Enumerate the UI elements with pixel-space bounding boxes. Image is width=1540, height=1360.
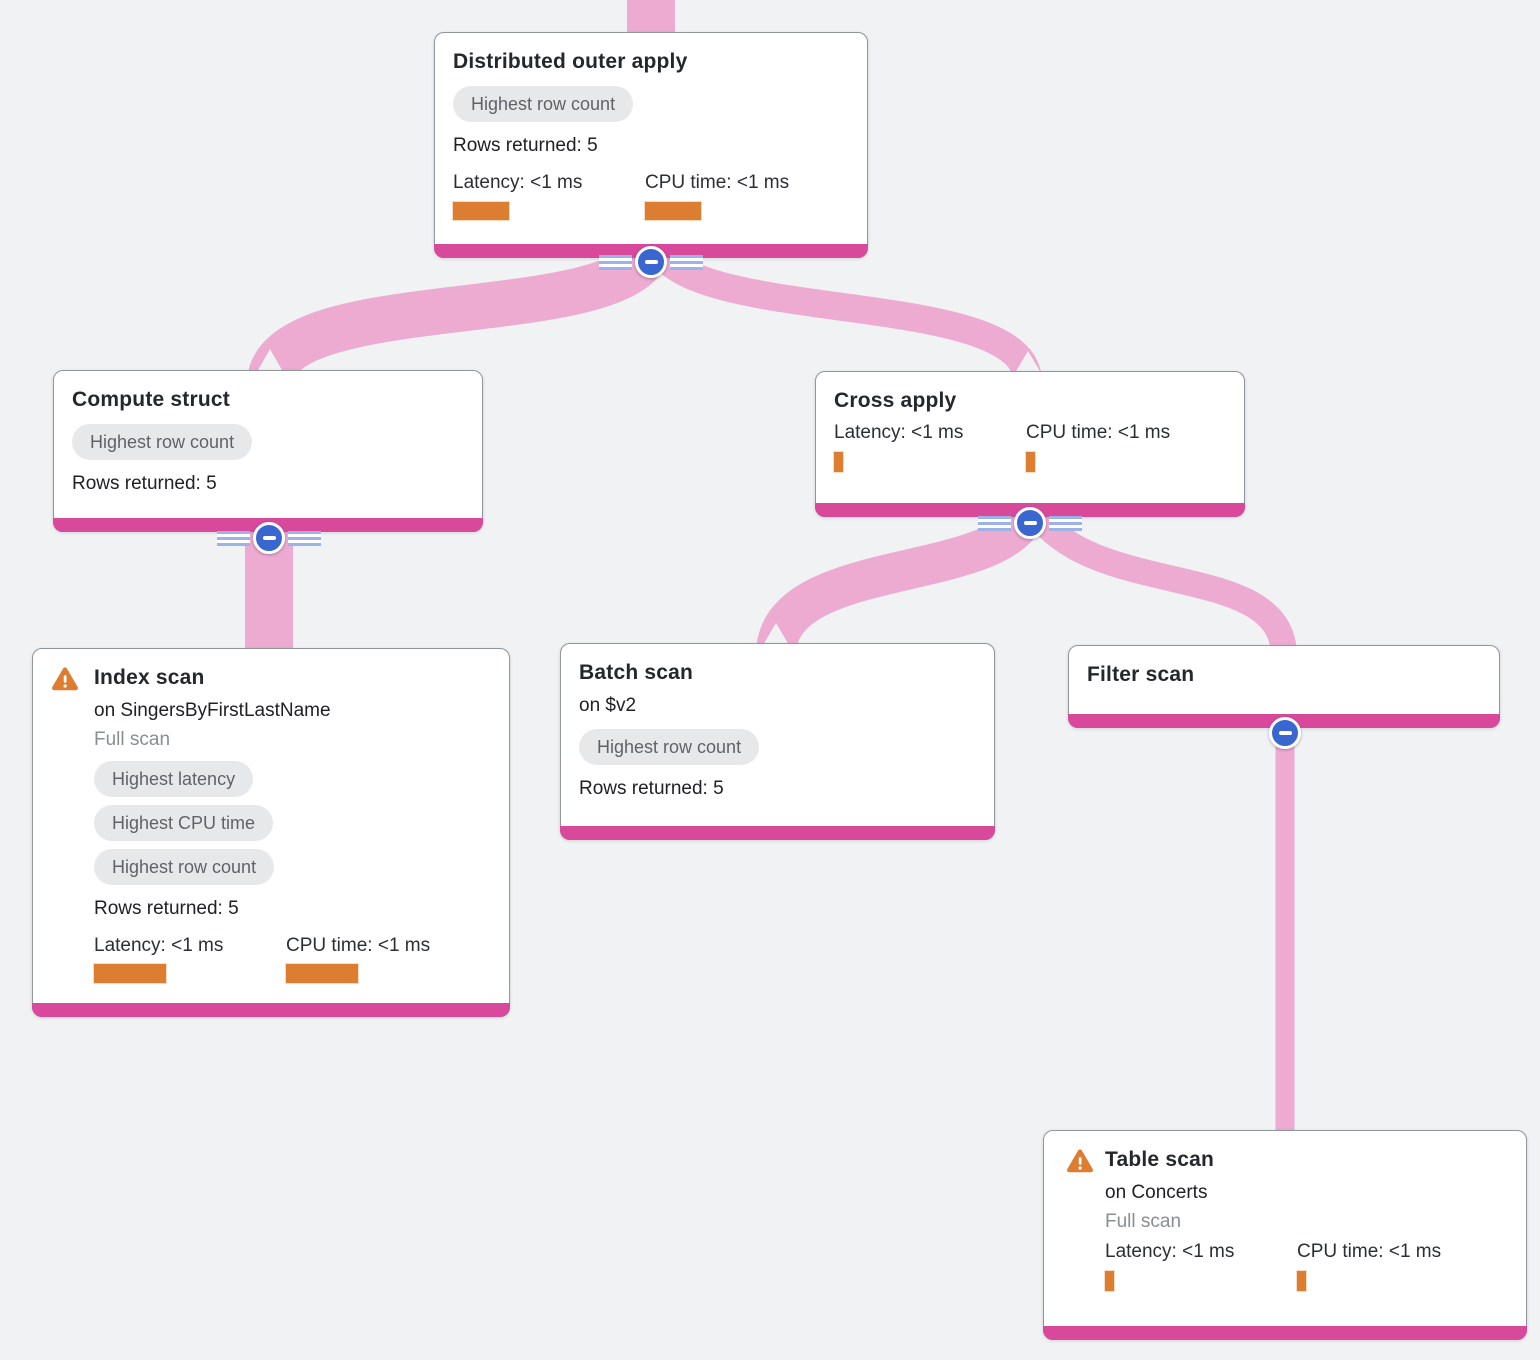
node-footer-bar (560, 826, 995, 840)
connector-stripes (978, 515, 1011, 531)
latency-label: Latency: <1 ms (453, 172, 583, 194)
cpu-time-label: CPU time: <1 ms (1297, 1240, 1442, 1262)
node-subtitle: on Concerts (1105, 1182, 1208, 1204)
node-title: Filter scan (1087, 663, 1195, 686)
edge-arrow-notch (257, 349, 283, 372)
connector-stripes (1049, 515, 1082, 531)
edge-distributed-outer-apply-to-compute-struct (247, 239, 669, 388)
edge-cross-apply-to-batch-scan (756, 504, 1045, 657)
collapse-button-distributed-outer-apply[interactable] (599, 246, 703, 278)
connector-stripes (670, 254, 703, 270)
node-index-scan[interactable]: Index scan on SingersByFirstLastName Ful… (32, 648, 510, 1017)
latency-bar (833, 451, 844, 474)
cpu-time-label: CPU time: <1 ms (1026, 422, 1171, 444)
node-footer-bar (32, 1003, 510, 1017)
metrics: Latency: <1 ms CPU time: <1 ms (1104, 1240, 1508, 1292)
rows-returned-label: Rows returned: 5 (94, 897, 239, 919)
node-title: Batch scan (579, 661, 694, 684)
warning-triangle-icon (1067, 1149, 1093, 1173)
cpu-time-label: CPU time: <1 ms (286, 934, 431, 956)
rows-returned-label: Rows returned: 5 (453, 135, 598, 157)
connector-stripes (288, 530, 321, 546)
metrics: Latency: <1 ms CPU time: <1 ms (452, 171, 849, 221)
node-batch-scan[interactable]: Batch scan on $v2 Highest row count Rows… (560, 643, 995, 840)
edge-arrow-notch (763, 623, 789, 645)
scan-type-label: Full scan (94, 729, 171, 751)
scan-type-label: Full scan (1105, 1211, 1182, 1233)
node-distributed-outer-apply[interactable]: Distributed outer apply Highest row coun… (434, 32, 868, 258)
node-title: Table scan (1105, 1148, 1214, 1171)
node-title: Index scan (94, 666, 205, 689)
connector-stripes (599, 254, 632, 270)
collapse-button-cross-apply[interactable] (978, 507, 1082, 539)
collapse-minus-icon (253, 522, 285, 554)
collapse-minus-icon (1269, 717, 1301, 749)
collapse-button-compute-struct[interactable] (217, 522, 321, 554)
cpu-time-bar (1296, 1269, 1307, 1292)
node-footer-bar (1043, 1326, 1527, 1340)
node-title: Cross apply (834, 389, 957, 412)
edge-arrow-notch (1015, 351, 1041, 373)
latency-bar (452, 200, 510, 221)
badge-highest-row-count: Highest row count (72, 424, 253, 461)
rows-returned-label: Rows returned: 5 (579, 778, 724, 800)
latency-bar (93, 963, 167, 985)
node-subtitle: on SingersByFirstLastName (94, 700, 331, 722)
cpu-time-bar (644, 200, 702, 221)
metrics: Latency: <1 ms CPU time: <1 ms (93, 934, 491, 985)
metrics: Latency: <1 ms CPU time: <1 ms (833, 421, 1226, 474)
edge-distributed-outer-apply-to-cross-apply (648, 243, 1042, 384)
latency-label: Latency: <1 ms (834, 422, 964, 444)
edge-cross-apply-to-filter-scan (1026, 505, 1297, 658)
latency-label: Latency: <1 ms (1105, 1240, 1235, 1262)
badge-highest-cpu-time: Highest CPU time (94, 804, 274, 841)
warning-triangle-icon (52, 667, 78, 691)
node-title: Compute struct (72, 388, 230, 411)
badge-highest-row-count: Highest row count (94, 848, 275, 885)
node-subtitle: on $v2 (579, 695, 637, 717)
collapse-minus-icon (635, 246, 667, 278)
rows-returned-label: Rows returned: 5 (72, 473, 217, 495)
node-title: Distributed outer apply (453, 50, 688, 73)
collapse-minus-icon (1014, 507, 1046, 539)
badge-highest-row-count: Highest row count (453, 86, 634, 123)
cpu-time-bar (1025, 451, 1036, 474)
connector-stripes (217, 530, 250, 546)
node-compute-struct[interactable]: Compute struct Highest row count Rows re… (53, 370, 483, 532)
cpu-time-label: CPU time: <1 ms (645, 172, 790, 194)
latency-bar (1104, 1269, 1115, 1292)
badge-highest-latency: Highest latency (94, 760, 254, 797)
node-filter-scan[interactable]: Filter scan (1068, 645, 1500, 728)
collapse-button-filter-scan[interactable] (1269, 717, 1301, 749)
cpu-time-bar (285, 963, 359, 985)
node-cross-apply[interactable]: Cross apply Latency: <1 ms CPU time: <1 … (815, 371, 1245, 517)
node-table-scan[interactable]: Table scan on Concerts Full scan Latency… (1043, 1130, 1527, 1340)
latency-label: Latency: <1 ms (94, 934, 224, 956)
badge-highest-row-count: Highest row count (579, 729, 760, 766)
